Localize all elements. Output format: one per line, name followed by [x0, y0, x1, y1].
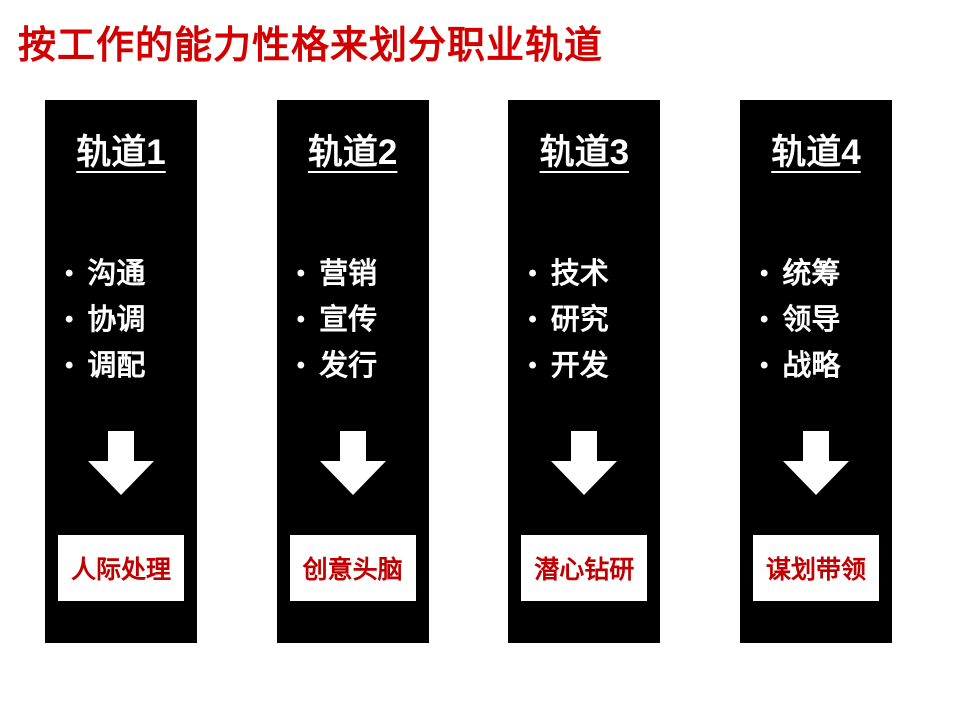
bullet-icon: • [296, 259, 306, 287]
item-label: 统筹 [782, 257, 841, 290]
track-3-items: • 技术 • 研究 • 开发 [508, 251, 660, 389]
item-label: 领导 [782, 303, 841, 336]
page-title: 按工作的能力性格来划分职业轨道 [18, 25, 604, 67]
track-column-3: 轨道3 • 技术 • 研究 • 开发 潜心钻研 [508, 99, 661, 643]
item-label: 发行 [319, 349, 378, 382]
list-item: • 技术 [528, 251, 660, 297]
item-label: 战略 [782, 349, 841, 382]
track-4-title: 轨道4 [771, 132, 861, 172]
bullet-icon: • [759, 305, 769, 333]
track-column-4: 轨道4 • 统筹 • 领导 • 战略 谋划带领 [739, 99, 892, 643]
arrow-head [782, 460, 849, 495]
bullet-icon: • [296, 305, 306, 333]
down-arrow-icon [551, 430, 618, 495]
arrow-head [551, 460, 618, 495]
list-item: • 协调 [65, 297, 197, 343]
bullet-icon: • [759, 351, 769, 379]
track-2-items: • 营销 • 宣传 • 发行 [277, 251, 429, 389]
down-arrow-icon [88, 430, 154, 495]
item-label: 调配 [87, 349, 146, 382]
track-4-items: • 统筹 • 领导 • 战略 [740, 251, 892, 389]
track-3-result-label: 潜心钻研 [521, 534, 648, 601]
list-item: • 营销 [297, 251, 429, 297]
track-1-title: 轨道1 [76, 132, 166, 172]
list-item: • 统筹 [760, 251, 892, 297]
bullet-icon: • [65, 305, 74, 333]
columns-container: 轨道1 • 沟通 • 协调 • 调配 人际处理 [0, 99, 960, 643]
list-item: • 发行 [297, 343, 429, 389]
list-item: • 研究 [528, 297, 660, 343]
list-item: • 领导 [760, 297, 892, 343]
arrow-head [319, 460, 386, 495]
bullet-icon: • [528, 305, 537, 333]
arrow-stem [339, 430, 366, 461]
bullet-icon: • [296, 351, 306, 379]
item-label: 研究 [550, 303, 609, 336]
bullet-icon: • [759, 259, 769, 287]
bullet-icon: • [65, 351, 74, 379]
item-label: 技术 [550, 257, 609, 290]
list-item: • 宣传 [297, 297, 429, 343]
list-item: • 战略 [760, 343, 892, 389]
down-arrow-icon [782, 430, 849, 495]
bullet-icon: • [528, 259, 537, 287]
item-label: 协调 [87, 303, 146, 336]
bullet-icon: • [528, 351, 537, 379]
item-label: 开发 [550, 349, 609, 382]
down-arrow-icon [319, 430, 386, 495]
track-2-title: 轨道2 [307, 132, 398, 172]
list-item: • 沟通 [65, 251, 197, 297]
arrow-head [88, 460, 154, 495]
item-label: 沟通 [87, 257, 146, 290]
bullet-icon: • [65, 259, 74, 287]
track-1-result-label: 人际处理 [58, 534, 184, 601]
list-item: • 开发 [528, 343, 660, 389]
arrow-stem [108, 430, 134, 461]
track-2-result-label: 创意头脑 [289, 534, 416, 601]
item-label: 营销 [319, 257, 378, 290]
track-4-result-label: 谋划带领 [752, 534, 879, 601]
track-column-2: 轨道2 • 营销 • 宣传 • 发行 创意头脑 [276, 99, 429, 643]
arrow-stem [802, 430, 829, 461]
item-label: 宣传 [319, 303, 378, 336]
arrow-stem [571, 430, 598, 461]
track-3-title: 轨道3 [539, 132, 630, 172]
list-item: • 调配 [65, 343, 197, 389]
track-1-items: • 沟通 • 协调 • 调配 [45, 251, 197, 389]
track-column-1: 轨道1 • 沟通 • 协调 • 调配 人际处理 [45, 99, 197, 643]
